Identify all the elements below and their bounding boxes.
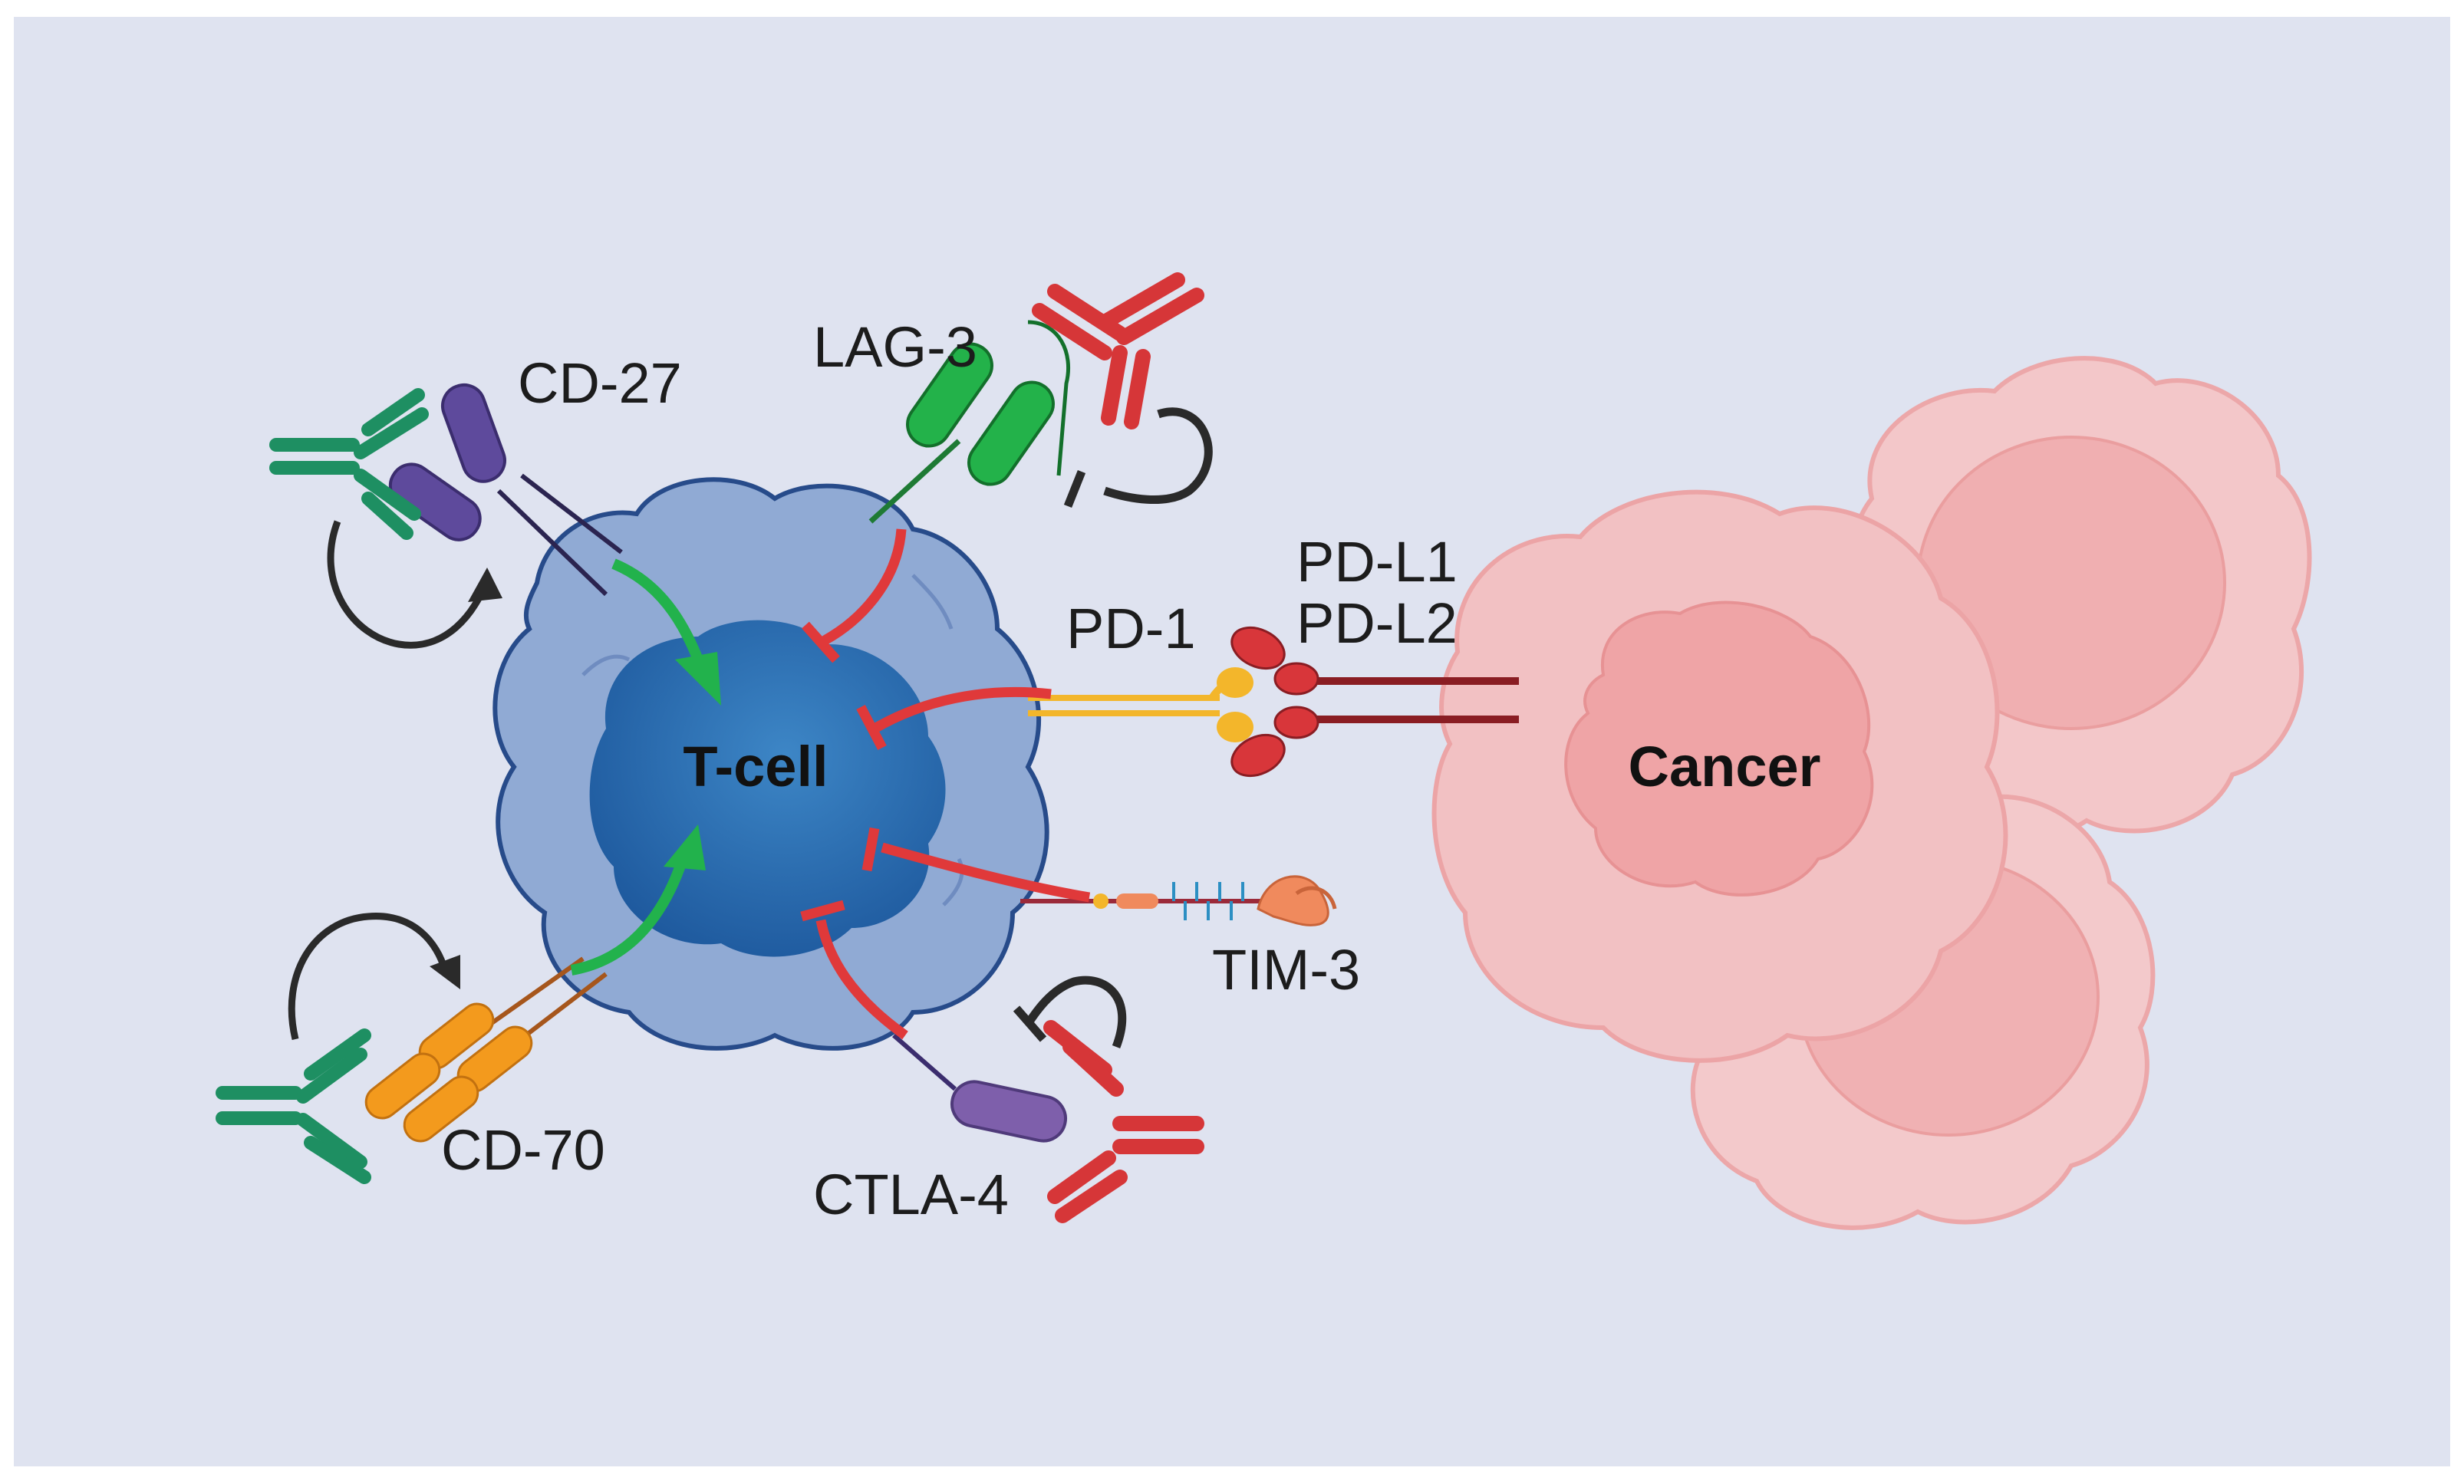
- pd1-receptor: [1028, 667, 1253, 742]
- cd70-activating-arrow: [570, 857, 688, 976]
- membrane-texture: [581, 654, 631, 676]
- cd27-black-arrow: [327, 520, 491, 649]
- ctla4-block-bar: [1013, 1005, 1047, 1042]
- pdl2-label: PD-L2: [1296, 591, 1458, 655]
- cd70-antibody: [216, 1028, 371, 1184]
- cd27-antibody: [269, 388, 429, 540]
- tim3-label: TIM-3: [1212, 938, 1360, 1002]
- lag3-block-bar: [1063, 469, 1086, 508]
- pd1-inhibitory-arrow: [871, 686, 1052, 733]
- lag3-block-loop: [1103, 407, 1213, 504]
- cd27-activating-arrowhead: [675, 652, 721, 706]
- cd27-receptor: [388, 383, 623, 597]
- cd70-label: CD-70: [441, 1118, 605, 1182]
- ctla4-label: CTLA-4: [813, 1163, 1009, 1226]
- tim3-receptor: [1020, 875, 1337, 926]
- cancer-nucleus-front: [1564, 601, 1874, 897]
- cd70-receptor: [364, 956, 608, 1143]
- ctla4-inhibitory-arrow: [815, 919, 908, 1040]
- pdl1-label: PD-L1: [1296, 530, 1458, 594]
- lag3-label: LAG-3: [813, 315, 977, 379]
- cd27-label: CD-27: [518, 351, 682, 415]
- cancer-cell-cluster: [1431, 356, 2312, 1230]
- ctla4-receptor: [892, 1033, 1067, 1143]
- lag3-receptor: [868, 320, 1071, 524]
- lag3-inhibitory-arrow: [822, 528, 907, 645]
- ctla4-inhibitory-bar: [800, 900, 845, 922]
- tcell-label: T-cell: [683, 735, 828, 798]
- cd70-black-arrowhead: [430, 955, 460, 989]
- lag3-inhibitory-bar: [802, 621, 840, 663]
- tim3-inhibitory-arrow: [881, 842, 1091, 903]
- cd70-black-arrow: [288, 913, 449, 1041]
- lag3-antibody: [1032, 272, 1204, 429]
- membrane-texture: [911, 574, 954, 630]
- pd1-label: PD-1: [1066, 597, 1196, 660]
- tim3-inhibitory-bar: [861, 827, 880, 872]
- cd27-black-arrowhead: [468, 568, 502, 602]
- cd27-activating-arrow: [611, 558, 703, 662]
- pd1-inhibitory-bar: [856, 704, 887, 751]
- membrane-texture: [942, 857, 964, 907]
- cd70-activating-arrowhead: [664, 824, 706, 870]
- ctla4-antibody: [1043, 1020, 1204, 1223]
- cancer-label: Cancer: [1629, 735, 1821, 798]
- pdl-ligands: [1230, 626, 1519, 778]
- ctla4-block-loop: [1024, 976, 1127, 1048]
